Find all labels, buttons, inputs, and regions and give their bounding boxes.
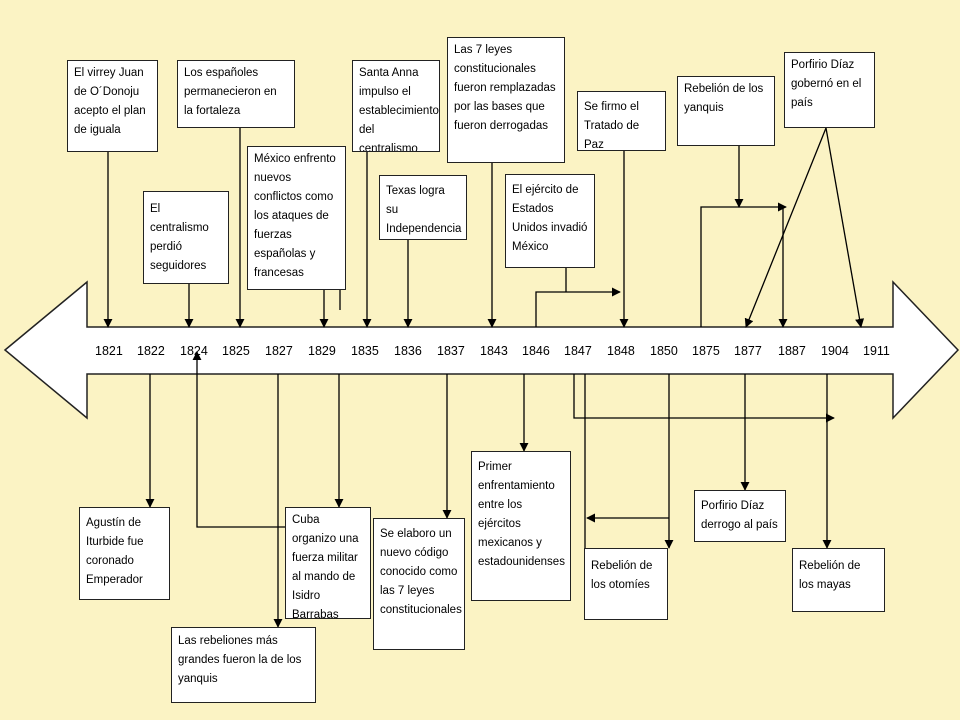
event-box: Las rebeliones más grandes fueron la de …	[171, 627, 316, 703]
year-label: 1836	[394, 344, 422, 358]
year-label: 1822	[137, 344, 165, 358]
event-box: Texas logra su Independencia	[379, 175, 467, 240]
year-labels: 1821 1822 1824 1825 1827 1829 1835 1836 …	[95, 344, 890, 358]
year-label: 1843	[480, 344, 508, 358]
event-box: Se elaboro un nuevo código conocido como…	[373, 518, 465, 650]
year-label: 1850	[650, 344, 678, 358]
year-label: 1829	[308, 344, 336, 358]
year-label: 1877	[734, 344, 762, 358]
timeline-arrow	[3, 280, 960, 420]
year-label: 1847	[564, 344, 592, 358]
year-label: 1848	[607, 344, 635, 358]
event-box: Santa Anna impulso el establecimiento de…	[352, 60, 440, 152]
event-box: Rebelión de los otomíes	[584, 548, 668, 620]
year-label: 1825	[222, 344, 250, 358]
event-box: El ejército de Estados Unidos invadió Mé…	[505, 174, 595, 268]
event-box: Porfirio Díaz derrogo al país	[694, 490, 786, 542]
year-label: 1911	[863, 344, 890, 358]
year-label: 1887	[778, 344, 806, 358]
connector-line	[744, 127, 827, 328]
event-box: Se firmo el Tratado de Paz	[577, 91, 666, 151]
connectors-above	[103, 127, 865, 328]
year-label: 1875	[692, 344, 720, 358]
year-label: 1827	[265, 344, 293, 358]
event-box: Porfirio Díaz gobernó en el país	[784, 52, 875, 128]
event-box: El centralismo perdió seguidores	[143, 191, 229, 284]
connector-line	[192, 351, 285, 528]
connector-line	[573, 374, 835, 423]
year-label: 1837	[437, 344, 465, 358]
event-box: Rebelión de los yanquis	[677, 76, 775, 146]
event-box: Los españoles permanecieron en la fortal…	[177, 60, 295, 128]
connector-line	[535, 287, 621, 327]
event-box: Agustín de Iturbide fue coronado Emperad…	[79, 507, 170, 600]
event-box: Primer enfrentamiento entre los ejército…	[471, 451, 571, 601]
connector-line	[700, 202, 787, 327]
year-label: 1835	[351, 344, 379, 358]
year-label: 1824	[180, 344, 208, 358]
event-box: El virrey Juan de O´Donoju acepto el pla…	[67, 60, 158, 152]
connector-line	[825, 127, 865, 328]
year-label: 1846	[522, 344, 550, 358]
connectors-below	[145, 351, 835, 628]
event-box: Rebelión de los mayas	[792, 548, 885, 612]
event-box: México enfrento nuevos conflictos como l…	[247, 146, 346, 290]
event-box: Las 7 leyes constitucionales fueron remp…	[447, 37, 565, 163]
year-label: 1821	[95, 344, 123, 358]
event-box: Cuba organizo una fuerza militar al mand…	[285, 507, 371, 619]
year-label: 1904	[821, 344, 849, 358]
